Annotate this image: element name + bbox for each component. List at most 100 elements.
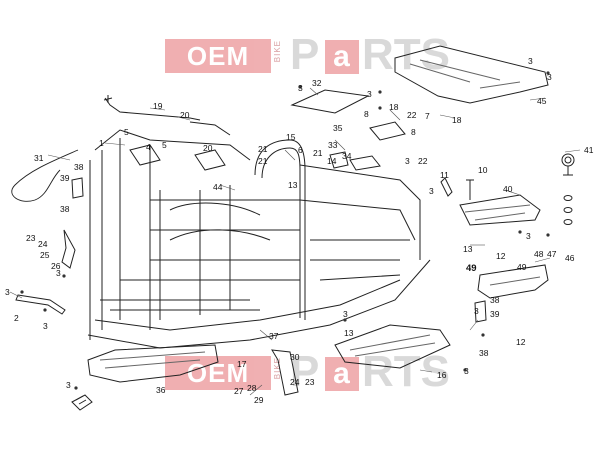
callout-label: 49 <box>517 262 527 272</box>
callout-label: 11 <box>440 170 449 180</box>
callout-label: 23 <box>305 377 315 387</box>
callout-label: 25 <box>40 250 50 260</box>
callout-label: 31 <box>34 153 44 163</box>
plug-41 <box>561 153 575 167</box>
callout-label: 3 <box>528 56 533 66</box>
callout-label: 47 <box>547 249 557 259</box>
callout-label: 21 <box>258 144 268 154</box>
callout-label: 29 <box>254 395 264 405</box>
callout-label: 3 <box>464 366 469 376</box>
callout-label: 7 <box>425 111 430 121</box>
roll-bar-front <box>254 139 306 320</box>
callout-label: 10 <box>478 165 488 175</box>
bracket-39-right <box>474 300 487 323</box>
callout-label: 13 <box>344 328 354 338</box>
callout-label: 18 <box>389 102 399 112</box>
callout-label: 20 <box>180 110 190 120</box>
frame-cross-lower <box>100 299 260 311</box>
callout-label: 21 <box>313 148 323 158</box>
callout-label: 24 <box>290 377 300 387</box>
callout-label: 23 <box>26 233 36 243</box>
callout-label: 48 <box>534 249 544 259</box>
callout-label: 35 <box>333 123 343 133</box>
main-frame-top-left <box>94 129 251 161</box>
callout-label: 38 <box>479 348 489 358</box>
callout-label: 3 <box>429 186 434 196</box>
callout-label: 34 <box>342 151 352 161</box>
callout-label: 38 <box>74 162 84 172</box>
callout-label: 5 <box>162 140 167 150</box>
skid-plate-36 <box>87 344 219 383</box>
callout-label: 18 <box>452 115 462 125</box>
bracket-40 <box>459 194 541 226</box>
clip-22 <box>349 155 381 171</box>
frame-rear-section <box>299 164 421 260</box>
callout-label: 39 <box>60 173 70 183</box>
callout-label: 8 <box>364 109 369 119</box>
bolt-10 <box>466 179 474 200</box>
watermark-a-bottom: a <box>325 357 359 391</box>
watermark-rts-top: RTS <box>362 30 450 79</box>
callout-label: 45 <box>537 96 547 106</box>
callout-label: 20 <box>203 143 213 153</box>
main-frame-bottom <box>87 259 431 349</box>
callout-label: 1 <box>99 138 104 148</box>
main-frame-left-post <box>89 150 103 340</box>
watermark-a-top: a <box>325 40 359 74</box>
callout-label: 4 <box>146 142 151 152</box>
callout-label: 44 <box>213 182 223 192</box>
callout-label: 13 <box>288 180 298 190</box>
bracket-26 <box>61 229 76 269</box>
callout-label: 16 <box>437 370 447 380</box>
callout-label: 19 <box>153 101 163 111</box>
callout-label: 3 <box>405 156 410 166</box>
bar-20 <box>189 121 231 136</box>
callout-label: 12 <box>516 337 526 347</box>
callout-label: 40 <box>503 184 513 194</box>
callout-label: 30 <box>290 352 300 362</box>
callout-label: 13 <box>463 244 473 254</box>
callout-label: 3 <box>526 231 531 241</box>
floor-panel-45 <box>394 45 549 104</box>
callout-label: 37 <box>269 331 279 341</box>
bracket-33 <box>329 151 349 169</box>
callout-label: 3 <box>367 89 372 99</box>
callout-label: 22 <box>407 110 417 120</box>
callout-label: 3 <box>343 309 348 319</box>
bracket-20b <box>194 149 226 171</box>
bracket-39-left <box>71 177 84 199</box>
watermark-p-bottom: P <box>290 347 320 396</box>
callout-label: 3 <box>5 287 10 297</box>
callout-label: 3 <box>298 83 303 93</box>
callout-label: 5 <box>124 127 129 137</box>
callout-label: 21 <box>258 156 268 166</box>
callout-label: 8 <box>411 127 416 137</box>
rod-2 <box>15 294 66 315</box>
cable-31 <box>11 149 79 202</box>
clip-18 <box>369 121 406 141</box>
callout-label: 38 <box>60 204 70 214</box>
callout-label: 49 <box>466 263 477 274</box>
callout-label: 3 <box>547 72 552 82</box>
watermark-oem-top: OEM <box>165 39 271 73</box>
callout-label: 36 <box>156 385 166 395</box>
callout-label: 14 <box>327 156 337 166</box>
callout-label: 2 <box>14 313 19 323</box>
bracket-4 <box>129 144 161 166</box>
bracket-49 <box>477 264 549 299</box>
callout-label: 22 <box>418 156 428 166</box>
callout-label: 33 <box>328 140 338 150</box>
panel-32 <box>290 89 370 114</box>
callout-label: 3 <box>474 306 479 316</box>
frame-mid-cross <box>120 199 300 281</box>
callout-label: 6 <box>298 145 303 155</box>
watermark-p-top: P <box>290 30 320 79</box>
callout-label: 3 <box>43 321 48 331</box>
callout-label: 27 <box>234 386 244 396</box>
watermark-rts-bottom: RTS <box>362 347 450 396</box>
callout-label: 32 <box>312 78 322 88</box>
bracket-29 <box>271 349 299 396</box>
callout-label: 15 <box>286 132 296 142</box>
